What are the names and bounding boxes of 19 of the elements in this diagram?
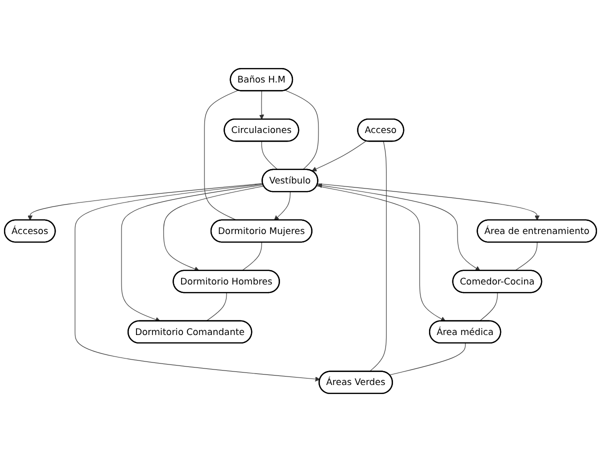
connector (261, 140, 278, 170)
arrow (317, 182, 540, 220)
connector (514, 242, 538, 270)
arrow (274, 191, 291, 220)
arrow (74, 183, 320, 382)
connector (285, 90, 319, 170)
arrow (121, 184, 264, 322)
arrow (163, 185, 264, 271)
arrow (317, 182, 480, 270)
connector (206, 292, 227, 321)
connector (204, 90, 238, 220)
connector (242, 242, 262, 270)
connector (479, 292, 498, 321)
arrow (316, 185, 446, 321)
arrow (259, 90, 264, 120)
arrow (312, 140, 366, 171)
arrow (28, 182, 264, 220)
connector (389, 342, 466, 375)
connector (369, 140, 387, 372)
